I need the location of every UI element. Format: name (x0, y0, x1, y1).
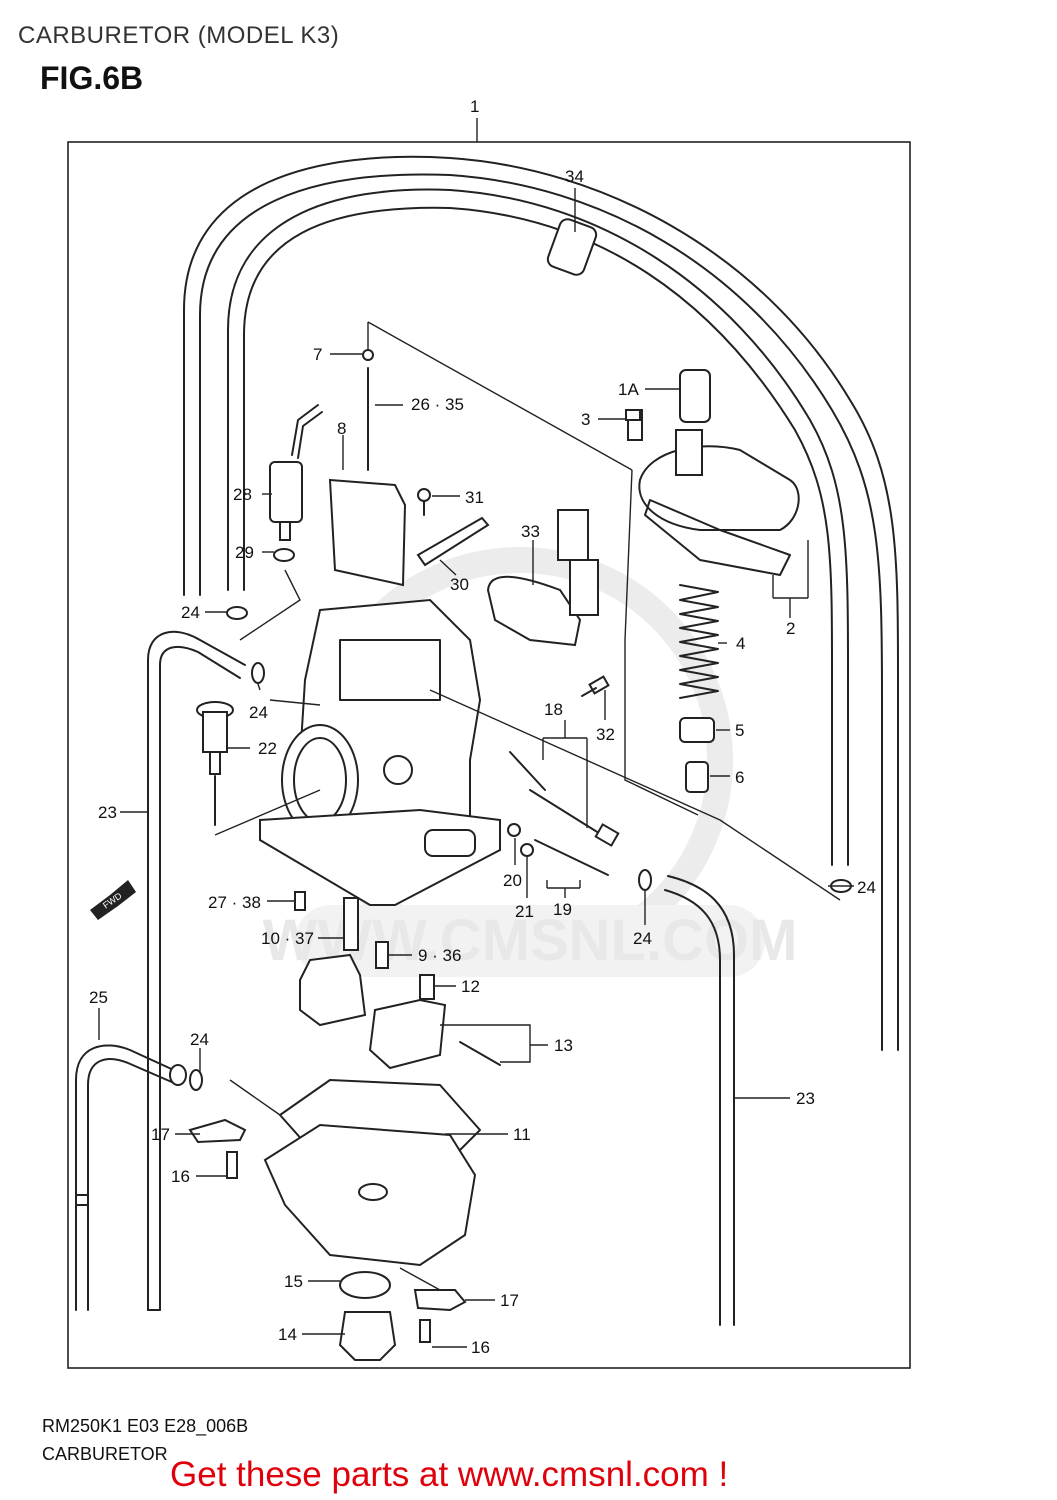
throttle-pulley (486, 509, 599, 647)
callout-24-e: 24 (190, 1030, 209, 1049)
diagram-code: RM250K1 E03 E28_006B (42, 1416, 249, 1436)
hose-25 (75, 1044, 179, 1311)
cable-bracket (416, 516, 490, 567)
callout-17-b: 17 (500, 1291, 519, 1310)
float-assembly (299, 953, 501, 1070)
callout-24-d: 24 (633, 929, 652, 948)
starter-plunger (269, 404, 323, 562)
callout-27-38: 27 · 38 (208, 893, 261, 912)
callout-24-a: 24 (181, 603, 200, 622)
callout-24-c: 24 (857, 878, 876, 897)
diagram-caption: CARBURETOR (42, 1444, 168, 1464)
callout-labels: 1 34 1A 3 4 5 6 2 7 26 · 35 8 28 31 33 2… (89, 97, 876, 1357)
assembly-lines (214, 321, 841, 1291)
callout-1: 1 (470, 97, 479, 116)
callout-21: 21 (515, 902, 534, 921)
callout-12: 12 (461, 977, 480, 996)
forward-arrow: FWD (90, 880, 136, 920)
spring (679, 584, 719, 793)
callout-25: 25 (89, 988, 108, 1007)
callout-7: 7 (313, 345, 322, 364)
callout-26-35: 26 · 35 (411, 395, 464, 414)
callout-3: 3 (581, 410, 590, 429)
screws (417, 409, 641, 697)
drain-plug (188, 1118, 467, 1361)
callout-8: 8 (337, 419, 346, 438)
callout-28: 28 (233, 485, 252, 504)
callout-29: 29 (235, 543, 254, 562)
top-cap (627, 369, 800, 576)
throttle-valve (328, 478, 407, 587)
jets (294, 891, 435, 1000)
jet-needle (362, 349, 374, 471)
callout-16-b: 16 (471, 1338, 490, 1357)
callout-2: 2 (786, 619, 795, 638)
callout-17-a: 17 (151, 1125, 170, 1144)
leader-lines (98, 188, 854, 1348)
callout-19: 19 (553, 900, 572, 919)
callout-14: 14 (278, 1325, 297, 1344)
callout-16-a: 16 (171, 1167, 190, 1186)
callout-23-b: 23 (796, 1089, 815, 1108)
callout-15: 15 (284, 1272, 303, 1291)
page-title: CARBURETOR (MODEL K3) (18, 22, 340, 49)
callout-34: 34 (565, 167, 584, 186)
hose-right (664, 875, 735, 1326)
adjust-screws (507, 751, 620, 876)
callout-24-b: 24 (249, 703, 268, 722)
callout-23-a: 23 (98, 803, 117, 822)
callout-6: 6 (735, 768, 744, 787)
callout-18: 18 (544, 700, 563, 719)
callout-5: 5 (735, 721, 744, 740)
hose-clamps (169, 606, 852, 1091)
callout-22: 22 (258, 739, 277, 758)
callout-1a: 1A (618, 380, 639, 399)
shop-link[interactable]: Get these parts at www.cmsnl.com ! (170, 1455, 729, 1494)
callout-32: 32 (596, 725, 615, 744)
callout-31: 31 (465, 488, 484, 507)
throttle-cable (183, 155, 900, 1051)
float-bowl (263, 1079, 481, 1267)
callout-9-36: 9 · 36 (418, 946, 461, 965)
pilot-screw-assembly (196, 701, 234, 826)
callout-30: 30 (450, 575, 469, 594)
callout-33: 33 (521, 522, 540, 541)
assembly-frame (67, 141, 911, 1369)
callout-4: 4 (736, 634, 745, 653)
hose-left (147, 630, 246, 1311)
callout-20: 20 (503, 871, 522, 890)
callout-11: 11 (513, 1125, 531, 1144)
carburetor-body (259, 598, 501, 906)
figure-label: FIG.6B (40, 60, 144, 96)
callout-10-37: 10 · 37 (261, 929, 314, 948)
callout-13: 13 (554, 1036, 573, 1055)
